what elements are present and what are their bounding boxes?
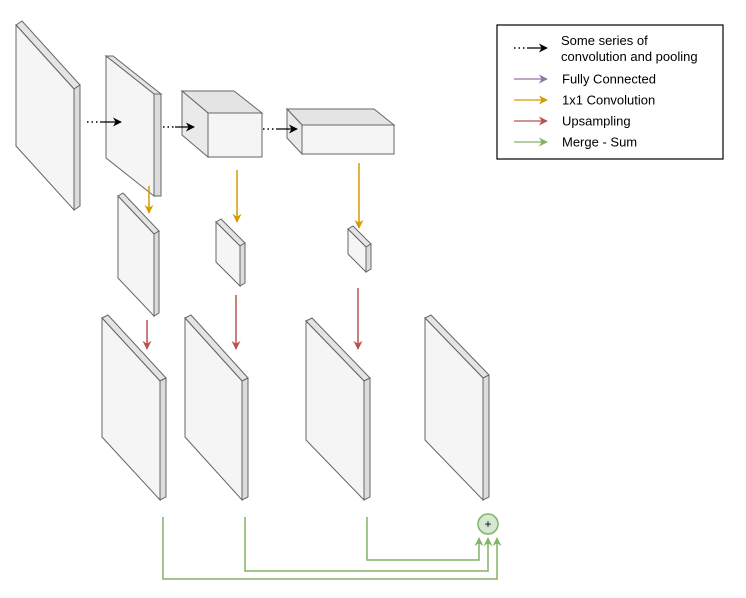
- legend-label-line: Upsampling: [562, 114, 631, 129]
- legend-item: Merge - Sum: [514, 135, 637, 150]
- encoder-block-3: [285, 107, 396, 156]
- legend-item: 1x1 Convolution: [514, 93, 655, 108]
- legend-label-line: Merge - Sum: [562, 135, 637, 150]
- legend-label-line: convolution and pooling: [561, 49, 698, 64]
- legend-item: Upsampling: [514, 114, 631, 129]
- upsampled-map-3: [305, 317, 371, 502]
- legend-label-line: 1x1 Convolution: [562, 93, 655, 108]
- score-map-3: [347, 225, 372, 274]
- merge-line-3: [366, 517, 484, 561]
- plus-icon: +: [484, 517, 491, 531]
- legend-box: [496, 24, 724, 160]
- merge-line-2: [244, 517, 493, 572]
- output-map: [424, 314, 490, 502]
- score-map-2: [215, 218, 246, 288]
- encoder-block-1: [104, 54, 163, 198]
- upsampled-map-1: [101, 314, 167, 502]
- legend-label-line: Some series of: [561, 33, 648, 48]
- score-map-1: [117, 192, 160, 318]
- upsampled-map-2: [184, 314, 249, 502]
- merge-sum-node: +: [477, 513, 499, 535]
- legend-label-line: Fully Connected: [562, 72, 656, 87]
- merge-line-1: [162, 517, 502, 580]
- legend-label: Upsampling: [562, 114, 631, 129]
- legend-label: Fully Connected: [562, 72, 656, 87]
- encoder-block-2: [180, 89, 264, 159]
- legend-item: Fully Connected: [514, 72, 656, 87]
- legend-label: Merge - Sum: [562, 135, 637, 150]
- legend-label: 1x1 Convolution: [562, 93, 655, 108]
- input-layer-block: [15, 20, 81, 212]
